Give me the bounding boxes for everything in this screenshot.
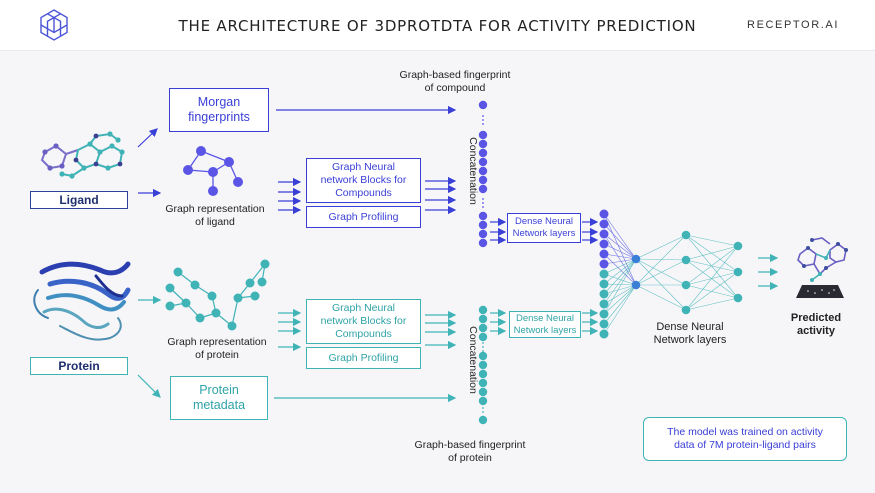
combined-vector-column bbox=[599, 209, 609, 339]
protein-graph-profiling-box: Graph Profiling bbox=[306, 347, 421, 369]
protein-label-box: Protein bbox=[30, 357, 128, 375]
header-bar: THE ARCHITECTURE OF 3DPROTDTA FOR ACTIVI… bbox=[0, 0, 875, 51]
protein-fingerprint-column bbox=[478, 305, 488, 425]
page-title: THE ARCHITECTURE OF 3DPROTDTA FOR ACTIVI… bbox=[178, 17, 697, 35]
dense-network-nodes bbox=[631, 230, 743, 315]
protein-structure-icon bbox=[33, 261, 131, 341]
logo-icon bbox=[40, 9, 68, 41]
ligand-label-box: Ligand bbox=[30, 191, 128, 209]
protein-graph-icon bbox=[165, 259, 270, 331]
ligand-graph-icon bbox=[183, 146, 243, 196]
predicted-activity-icon bbox=[796, 237, 848, 298]
dense-network-connections bbox=[603, 213, 739, 335]
compound-fingerprint-column bbox=[478, 100, 488, 248]
protein-arrows bbox=[137, 253, 779, 403]
ligand-arrows bbox=[137, 105, 599, 245]
ligand-molecule-icon bbox=[40, 131, 125, 179]
brand-name: RECEPTOR.AI bbox=[747, 19, 839, 31]
concatenation-label-top: Concatenation bbox=[467, 137, 479, 205]
ligand-graph-profiling-box: Graph Profiling bbox=[306, 206, 421, 228]
concatenation-label-bottom: Concatenation bbox=[467, 326, 479, 394]
